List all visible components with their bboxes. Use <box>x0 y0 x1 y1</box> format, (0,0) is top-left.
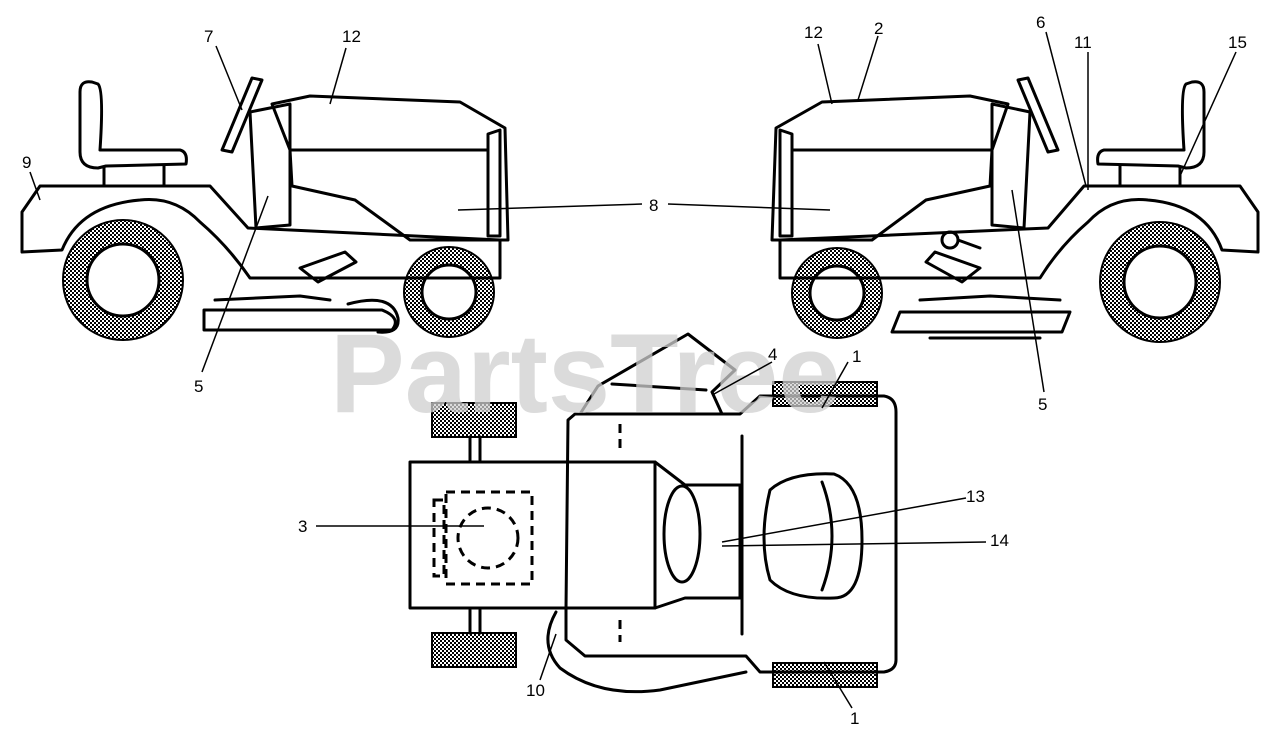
callout-10: 10 <box>526 681 545 700</box>
leader-15 <box>1179 51 1237 177</box>
leader-1-bottom <box>823 661 853 709</box>
right-rear-hub <box>1122 244 1198 320</box>
leader-8-left <box>457 203 643 211</box>
callout-2: 2 <box>874 19 883 38</box>
callout-3: 3 <box>298 517 307 536</box>
leader-1-top <box>821 361 849 409</box>
leader-5-left <box>201 195 269 373</box>
leader-9 <box>29 171 41 201</box>
top-left-front-tire <box>431 632 517 668</box>
top-hood <box>408 460 742 610</box>
leader-4 <box>713 361 773 395</box>
callout-5-right: 5 <box>1038 395 1047 414</box>
right-dash <box>990 102 1032 230</box>
callout-9: 9 <box>22 153 31 172</box>
left-seat <box>78 80 188 170</box>
callout-4: 4 <box>768 345 777 364</box>
top-discharge-chute <box>578 332 737 416</box>
leader-14 <box>721 541 987 547</box>
left-foot-pedal <box>298 250 358 284</box>
callout-8: 8 <box>649 196 658 215</box>
leader-5-right <box>1011 189 1045 393</box>
right-mower-deck <box>890 310 1072 334</box>
callout-labels: 7 12 9 8 5 12 2 6 11 15 5 4 1 3 13 14 10… <box>22 13 1247 728</box>
left-seat-post <box>102 164 166 188</box>
leader-lines <box>29 31 1237 709</box>
top-engine-inner <box>432 498 446 578</box>
callout-7: 7 <box>204 27 213 46</box>
callout-12-right: 12 <box>804 23 823 42</box>
leader-12-right <box>817 43 833 105</box>
callout-15: 15 <box>1228 33 1247 52</box>
top-seat-back <box>820 480 834 592</box>
right-grille <box>778 128 794 238</box>
callout-13: 13 <box>966 487 985 506</box>
right-side-view <box>770 76 1260 343</box>
left-fender <box>20 184 502 280</box>
right-steering-wheel <box>1016 76 1060 154</box>
leader-2 <box>857 35 879 101</box>
right-fender <box>778 184 1260 280</box>
top-left-rear-tire <box>431 402 517 438</box>
watermark: PartsTree <box>330 311 841 436</box>
right-frame-bottom <box>918 294 1062 302</box>
top-view <box>408 332 898 694</box>
left-deck-chute <box>346 298 400 334</box>
right-seat-post <box>1118 164 1182 188</box>
right-key-switch <box>940 230 960 250</box>
top-right-front-tire <box>772 662 878 688</box>
leader-10 <box>539 633 557 681</box>
right-key-lever <box>956 238 982 250</box>
top-axle-stubs <box>468 435 482 635</box>
top-steering-oval <box>662 484 702 584</box>
leader-6 <box>1045 31 1087 187</box>
top-main-body <box>564 394 898 674</box>
left-frame-bottom <box>213 294 332 302</box>
callout-1-top: 1 <box>852 347 861 366</box>
callout-1-bottom: 1 <box>850 709 859 728</box>
right-foot-pedal <box>924 250 982 284</box>
left-dash <box>248 102 292 230</box>
left-side-view <box>20 76 510 341</box>
left-grille <box>486 128 502 238</box>
left-rear-hub <box>85 242 161 318</box>
top-seat <box>762 472 864 600</box>
callout-5-left: 5 <box>194 377 203 396</box>
top-chute-line <box>610 382 708 392</box>
left-steering-wheel <box>220 76 264 154</box>
callout-11: 11 <box>1074 33 1092 52</box>
leader-13 <box>721 497 967 543</box>
left-hood <box>270 94 510 242</box>
top-deck-left <box>546 610 748 694</box>
right-seat <box>1096 80 1206 170</box>
callout-14: 14 <box>990 531 1009 550</box>
right-hood <box>770 94 1010 242</box>
callout-6: 6 <box>1036 13 1045 32</box>
leader-7 <box>215 45 243 111</box>
leader-8-right <box>667 203 831 211</box>
leader-12-left <box>329 47 347 105</box>
top-engine-circle <box>456 506 520 570</box>
callout-12-left: 12 <box>342 27 361 46</box>
